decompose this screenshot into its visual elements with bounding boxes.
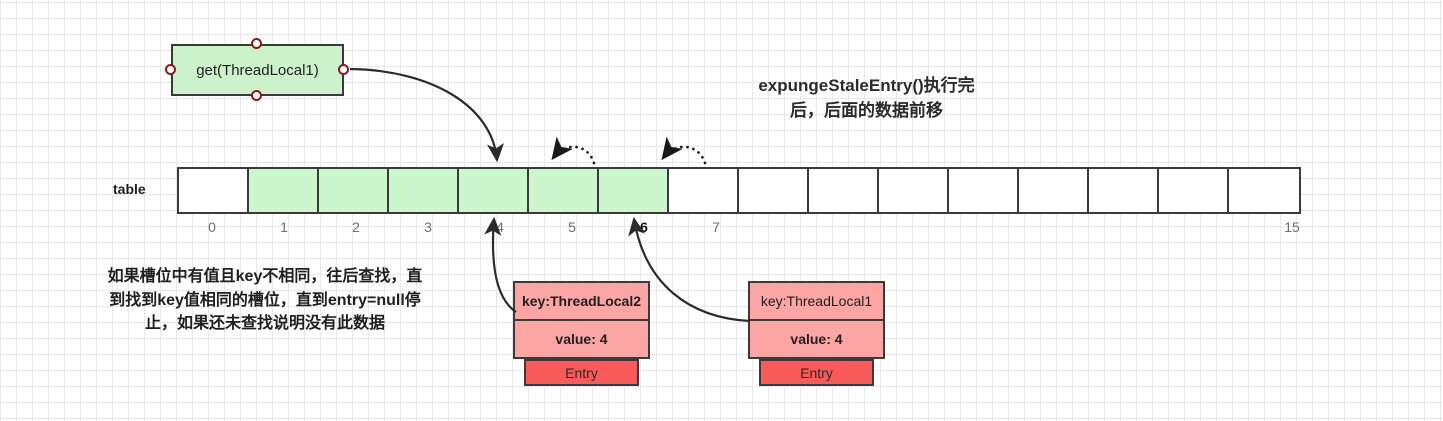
node-port-right-icon[interactable] [338, 64, 349, 75]
table-index-label-7: 7 [712, 219, 720, 235]
table-cell-15[interactable] [1229, 169, 1299, 212]
get-threadlocal-node[interactable]: get(ThreadLocal1) [171, 44, 344, 96]
entry-value-cell: value: 4 [513, 320, 650, 359]
table-cell-11[interactable] [949, 169, 1019, 212]
table-cell-10[interactable] [879, 169, 949, 212]
note-line-2: 到找到key值相同的槽位，直到entry=null停 [109, 291, 421, 309]
table-cell-14[interactable] [1159, 169, 1229, 212]
entry-key-cell: key:ThreadLocal2 [513, 281, 650, 320]
table-index-label-4: 4 [496, 219, 504, 235]
table-index-label-1: 1 [280, 219, 288, 235]
table-cell-12[interactable] [1019, 169, 1089, 212]
table-index-label-15: 15 [1284, 219, 1300, 235]
arrow-get-to-slot4 [349, 67, 505, 163]
table-cell-8[interactable] [739, 169, 809, 212]
table-label: table [113, 181, 146, 197]
note-line-1: 如果槽位中有值且key不相同，往后查找，直 [107, 268, 423, 285]
table-index-label-0: 0 [208, 219, 216, 235]
dotted-arrow-shift-6-to-5 [551, 136, 596, 165]
diagram-title-line-2: 后，后面的数据前移 [790, 100, 943, 120]
node-port-bottom-icon[interactable] [251, 90, 262, 101]
diagram-title: expungeStaleEntry()执行完 后，后面的数据前移 [679, 74, 1054, 123]
table-cell-9[interactable] [809, 169, 879, 212]
node-port-left-icon[interactable] [165, 64, 176, 75]
table-cell-6[interactable] [599, 169, 669, 212]
table-cell-5[interactable] [529, 169, 599, 212]
table-cell-0[interactable] [179, 169, 249, 212]
entry-value-cell: value: 4 [748, 320, 885, 359]
table-cell-4[interactable] [459, 169, 529, 212]
table-cell-13[interactable] [1089, 169, 1159, 212]
table-cell-1[interactable] [249, 169, 319, 212]
diagram-title-line-1: expungeStaleEntry()执行完 [758, 76, 975, 95]
table-index-label-6: 6 [640, 219, 648, 235]
note-line-3: 止，如果还未查找说明没有此数据 [144, 315, 385, 333]
entry-box-threadlocal1[interactable]: key:ThreadLocal1 value: 4 Entry [748, 281, 885, 386]
entry-footer-cell: Entry [524, 359, 639, 386]
table-index-label-5: 5 [568, 219, 576, 235]
table-index-label-2: 2 [352, 219, 360, 235]
dotted-arrow-shift-7-to-6 [661, 136, 707, 165]
entry-key-cell: key:ThreadLocal1 [748, 281, 885, 320]
table-cell-7[interactable] [669, 169, 739, 212]
entry-box-threadlocal2[interactable]: key:ThreadLocal2 value: 4 Entry [513, 281, 650, 386]
table-cell-2[interactable] [319, 169, 389, 212]
entry-footer-cell: Entry [759, 359, 874, 386]
node-port-top-icon[interactable] [251, 38, 262, 49]
explanation-note: 如果槽位中有值且key不相同，往后查找，直 到找到key值相同的槽位，直到ent… [45, 265, 485, 336]
table-cell-3[interactable] [389, 169, 459, 212]
table-index-label-3: 3 [424, 219, 432, 235]
get-node-label: get(ThreadLocal1) [196, 61, 319, 79]
table-row [177, 167, 1301, 214]
